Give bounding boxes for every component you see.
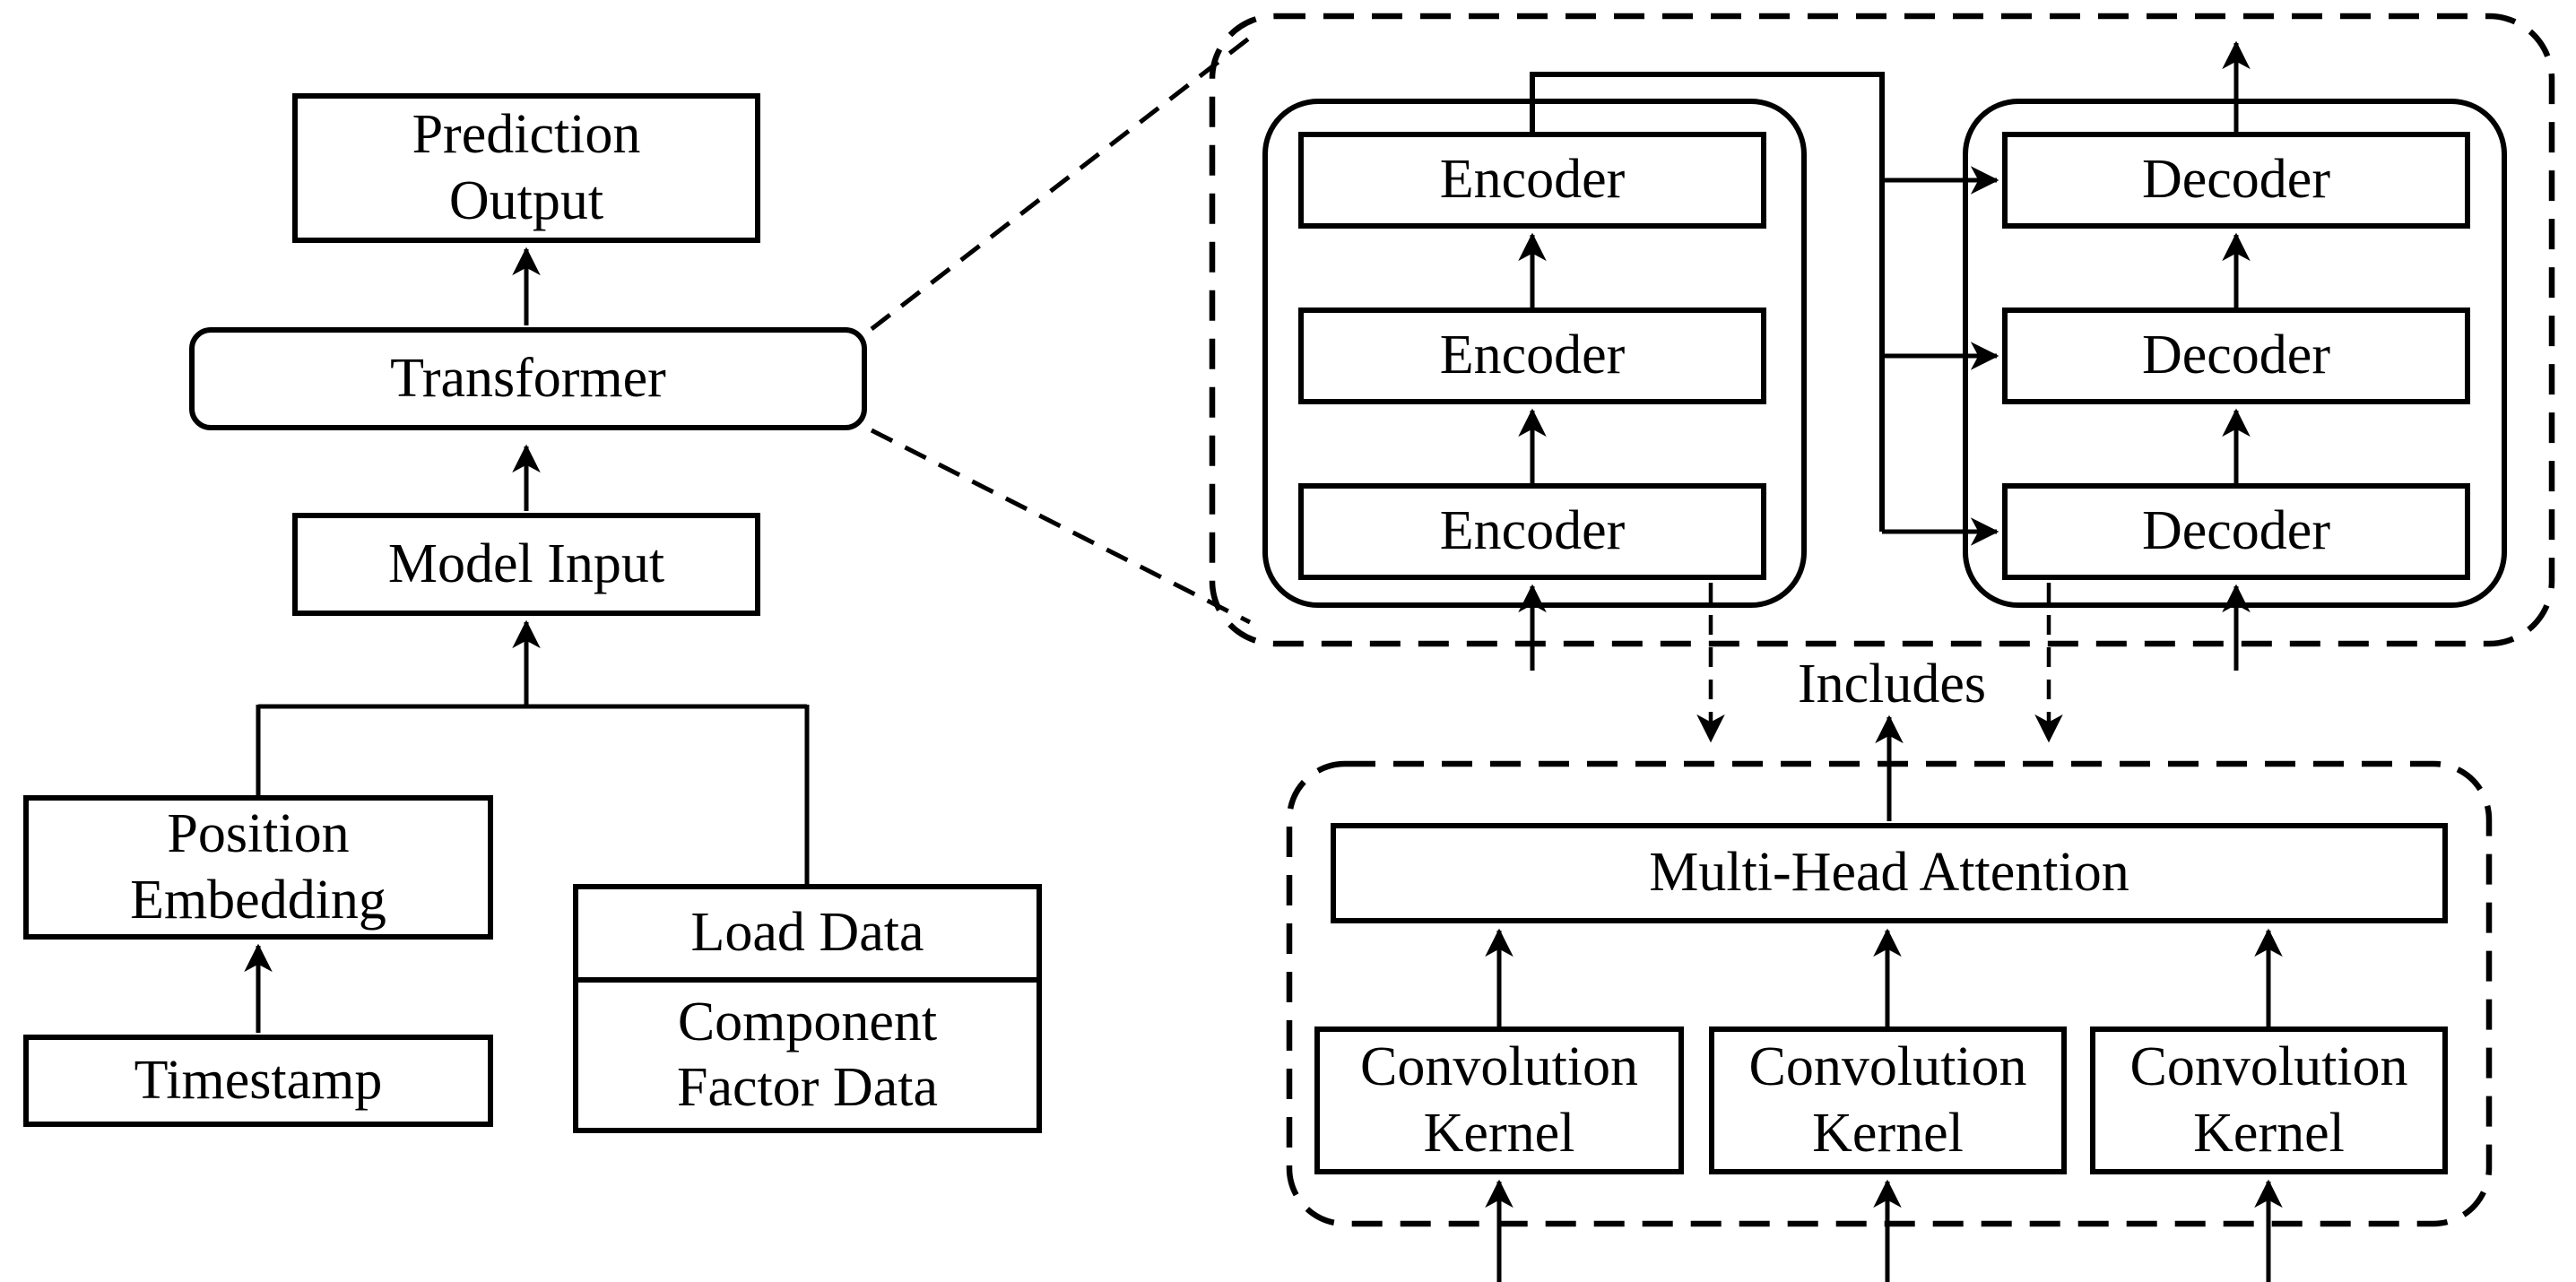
model-input-box: Model Input bbox=[292, 513, 760, 616]
position-embedding-box: Position Embedding bbox=[23, 795, 493, 940]
transformer-detail-dashed-frame bbox=[1209, 13, 2555, 647]
prediction-output-box: Prediction Output bbox=[292, 93, 760, 243]
transformer-box: Transformer bbox=[189, 327, 867, 430]
encoder-stack-container bbox=[1262, 99, 1807, 608]
decoder-stack-container bbox=[1963, 99, 2507, 608]
convolution-kernel-box: Convolution Kernel bbox=[2090, 1026, 2448, 1174]
zoom-connector-top-line bbox=[870, 36, 1252, 331]
includes-label: Includes bbox=[1797, 654, 1987, 715]
decoder-box: Decoder bbox=[2002, 308, 2470, 404]
timestamp-box: Timestamp bbox=[23, 1035, 493, 1127]
encoder-box: Encoder bbox=[1298, 132, 1766, 229]
zoom-connector-bottom-line bbox=[870, 428, 1252, 625]
multi-head-attention-box: Multi-Head Attention bbox=[1331, 823, 2448, 923]
decoder-box: Decoder bbox=[2002, 483, 2470, 580]
convolution-kernel-box: Convolution Kernel bbox=[1314, 1026, 1684, 1174]
encoder-box: Encoder bbox=[1298, 308, 1766, 404]
load-data-cell: Load Data bbox=[578, 889, 1036, 983]
convolution-kernel-box: Convolution Kernel bbox=[1709, 1026, 2067, 1174]
decoder-box: Decoder bbox=[2002, 132, 2470, 229]
encoder-box: Encoder bbox=[1298, 483, 1766, 580]
component-factor-data-cell: Component Factor Data bbox=[677, 991, 938, 1118]
data-source-box: Load Data Component Factor Data bbox=[573, 884, 1042, 1133]
